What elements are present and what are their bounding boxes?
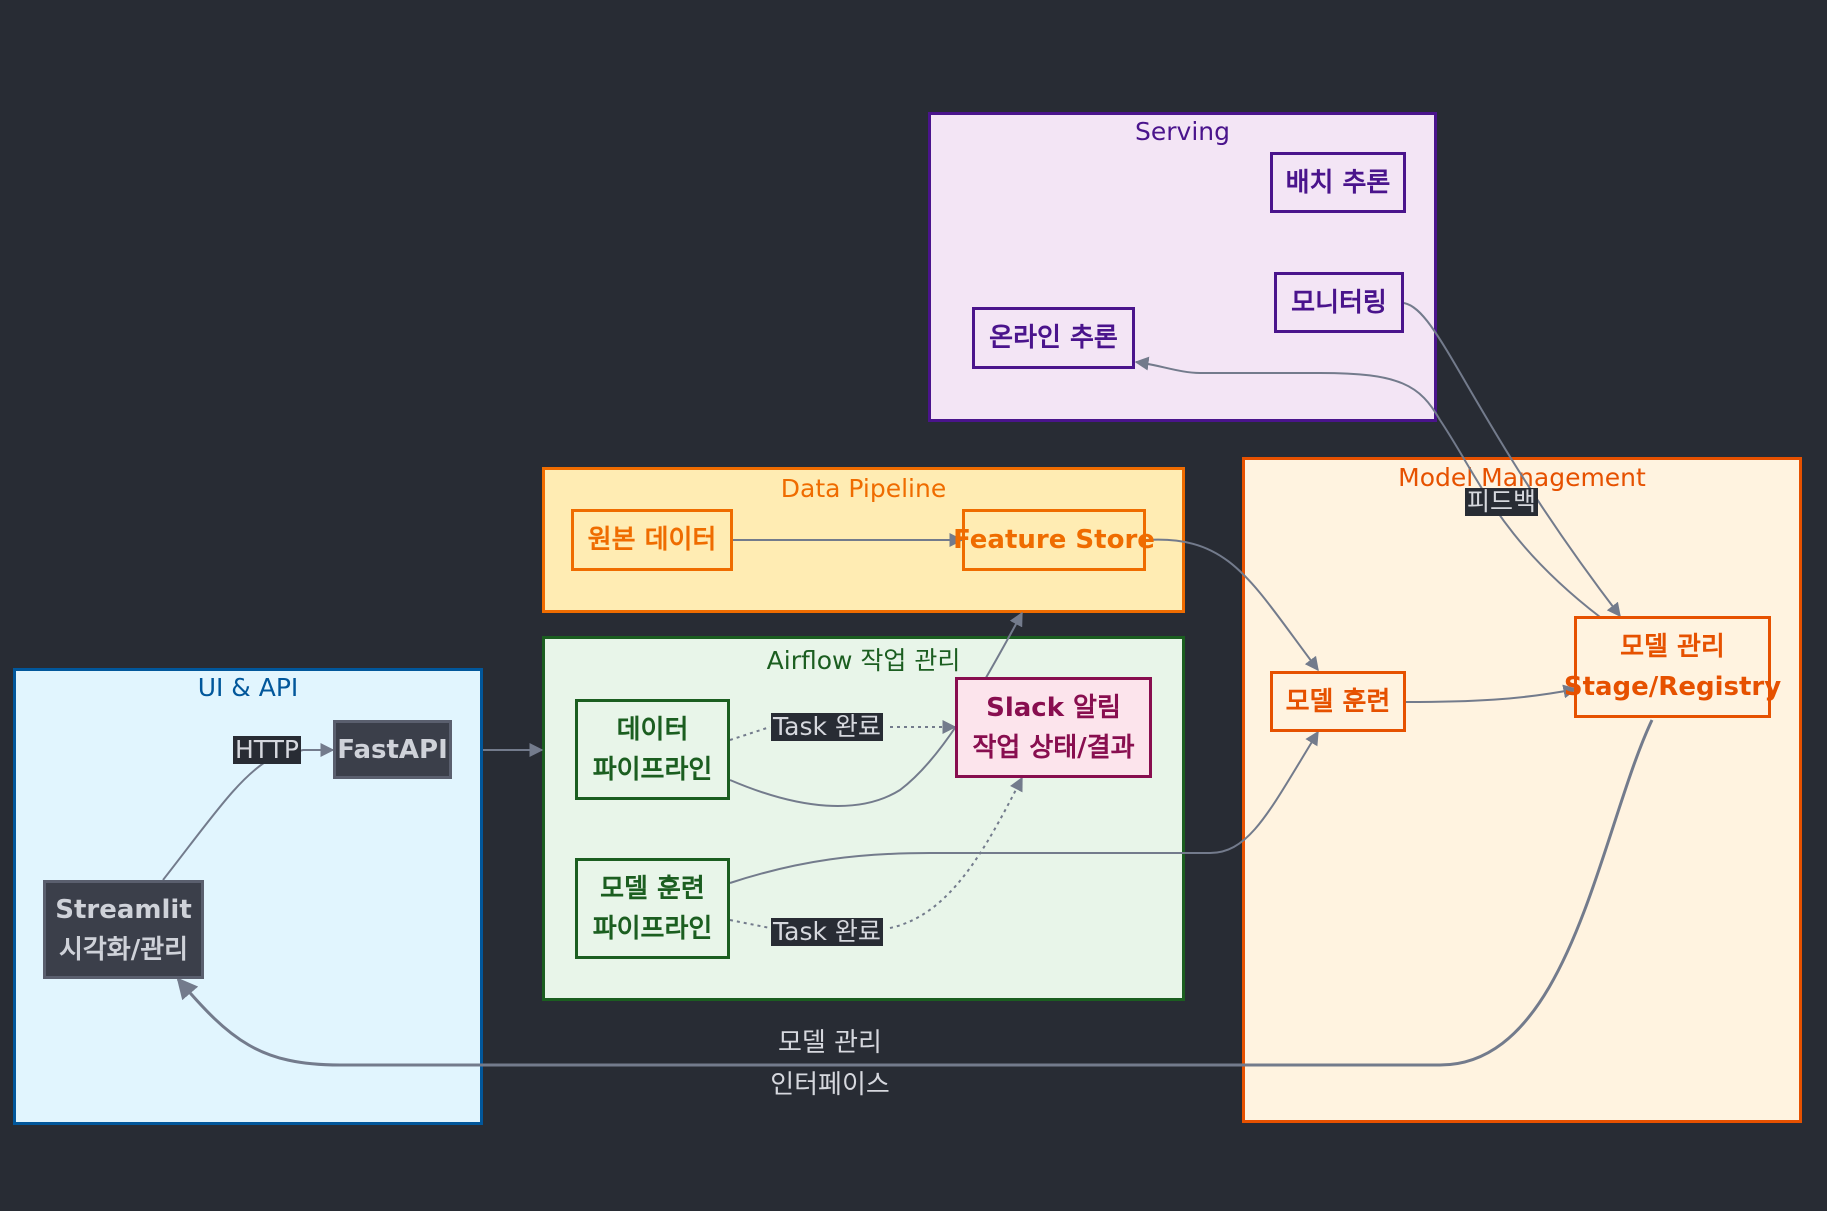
group-serving-title: Serving	[1135, 117, 1230, 146]
node-streamlit-line2: 시각화/관리	[58, 934, 189, 965]
edge-label-model-mgmt-interface-line2: 인터페이스	[770, 1070, 890, 1100]
node-slack-alert-line1: Slack 알림	[986, 692, 1121, 723]
node-training-pipeline-line1: 모델 훈련	[600, 873, 705, 904]
edge-data-pipeline-to-slack-dotted	[729, 727, 955, 740]
node-streamlit-line1: Streamlit	[55, 894, 192, 925]
node-monitoring-label: 모니터링	[1291, 287, 1387, 318]
node-training-pipeline-line2: 파이프라인	[592, 913, 713, 944]
group-airflow-title: Airflow 작업 관리	[766, 646, 961, 675]
edge-label-model-mgmt-interface: 모델 관리 인터페이스	[720, 1022, 940, 1106]
node-slack-alert-line2: 작업 상태/결과	[972, 732, 1135, 763]
node-model-registry-line2: Stage/Registry	[1563, 672, 1782, 702]
edge-training-pipeline-to-slack-dotted	[729, 778, 1022, 929]
edge-streamlit-to-fastapi	[162, 743, 335, 881]
node-batch-inference-label: 배치 추론	[1285, 167, 1391, 198]
node-fastapi-label: FastAPI	[337, 734, 448, 765]
node-online-inference-label: 온라인 추론	[989, 323, 1118, 353]
edge-feature-store-to-training	[1145, 538, 1319, 672]
group-ui-api-title: UI & API	[197, 673, 299, 702]
group-model-management: Model Management	[1242, 457, 1802, 1123]
edge-training-pipeline-to-model-training	[729, 730, 1319, 884]
edge-label-model-mgmt-interface-line1: 모델 관리	[778, 1028, 882, 1058]
node-data-pipeline-line2: 파이프라인	[592, 754, 713, 785]
node-fastapi[interactable]: FastAPI	[333, 720, 452, 779]
node-monitoring[interactable]: 모니터링	[1274, 272, 1404, 333]
edge-training-to-registry	[1405, 684, 1578, 703]
edge-label-feedback: 피드백	[1465, 487, 1539, 516]
node-model-registry[interactable]: 모델 관리 Stage/Registry	[1564, 616, 1781, 718]
group-data-pipeline-title: Data Pipeline	[780, 474, 947, 503]
edge-label-task-done-2: Task 완료	[771, 917, 883, 946]
node-data-pipeline-line1: 데이터	[616, 714, 689, 745]
node-feature-store[interactable]: Feature Store	[953, 509, 1155, 571]
node-feature-store-label: Feature Store	[953, 525, 1155, 555]
node-slack-alert[interactable]: Slack 알림 작업 상태/결과	[955, 677, 1152, 778]
node-training-pipeline[interactable]: 모델 훈련 파이프라인	[575, 858, 730, 959]
edge-label-task-done-1: Task 완료	[771, 712, 883, 741]
node-model-training-label: 모델 훈련	[1285, 686, 1391, 717]
node-model-registry-line1: 모델 관리	[1620, 632, 1725, 662]
edge-registry-to-online-inference	[1134, 356, 1601, 618]
node-model-training[interactable]: 모델 훈련	[1270, 671, 1406, 732]
edge-label-http: HTTP	[233, 735, 301, 764]
edge-monitoring-to-registry	[1403, 302, 1621, 618]
edge-registry-to-streamlit	[176, 719, 1654, 1067]
node-streamlit[interactable]: Streamlit 시각화/관리	[43, 880, 204, 979]
node-online-inference[interactable]: 온라인 추론	[972, 307, 1135, 369]
node-batch-inference[interactable]: 배치 추론	[1270, 152, 1406, 213]
node-raw-data-label: 원본 데이터	[587, 525, 717, 555]
node-data-pipeline[interactable]: 데이터 파이프라인	[575, 699, 730, 800]
node-raw-data[interactable]: 원본 데이터	[571, 509, 733, 571]
